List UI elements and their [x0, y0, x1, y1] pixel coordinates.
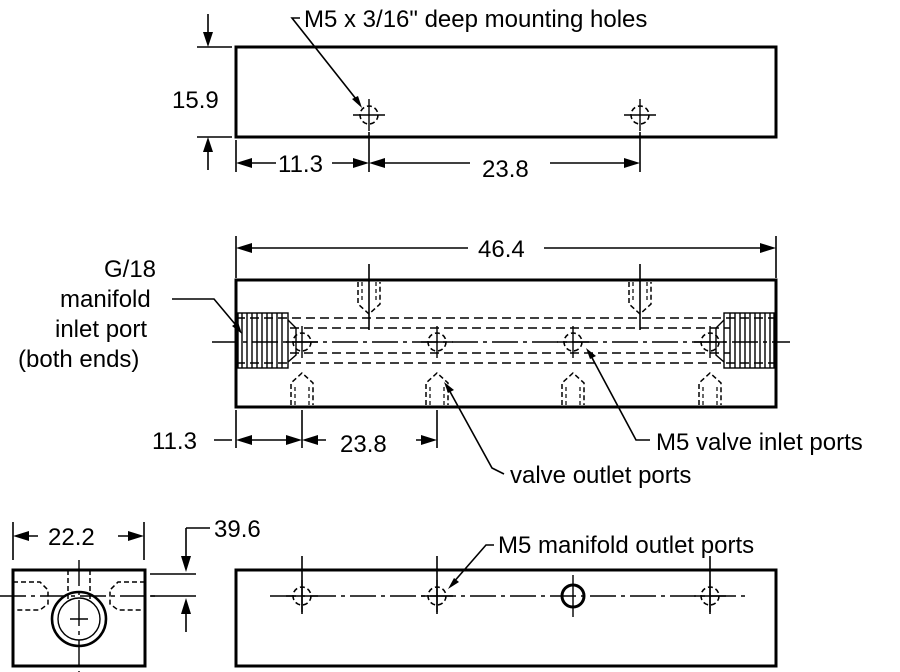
top-offset-arrow-right: [353, 158, 369, 168]
end-side-port-right: [109, 581, 145, 611]
mounting-holes-leader-arrow: [352, 96, 362, 108]
valve-inlet-leader-arrow: [586, 348, 596, 359]
bottom-view-outline: [234, 568, 778, 668]
valve-outlet-port-3: [561, 372, 585, 406]
height-dim-label: 15.9: [172, 87, 219, 114]
top-offset-arrow-left: [236, 158, 252, 168]
inlet-label-line3: inlet port: [55, 316, 147, 343]
front-view-outline: [234, 278, 778, 409]
front-spacing-arrow-right: [421, 435, 437, 445]
mounting-holes-leader: [290, 17, 361, 105]
top-spacing-arrow-right: [624, 158, 640, 168]
valve-outlet-leader: [447, 387, 505, 475]
manifold-outlet-leader-arrow: [448, 578, 459, 589]
manifold-outlet-leader: [451, 544, 494, 585]
valve-outlet-port-1: [290, 372, 314, 406]
end-dim-arrow-top: [181, 556, 191, 572]
bottom-view: M5 manifold outlet ports: [234, 532, 778, 668]
valve-outlet-label: valve outlet ports: [510, 462, 691, 489]
end-side-port-left: [13, 581, 49, 611]
front-offset-label: 11.3: [152, 428, 197, 455]
height-arrow-bottom: [203, 137, 213, 152]
mounting-hole-right: [623, 98, 657, 132]
right-threaded-inlet: [715, 312, 775, 369]
top-view-outline: [234, 45, 778, 139]
end-width-arrow-right: [128, 531, 144, 541]
end-width-label: 22.2: [48, 524, 95, 551]
inlet-label-line1: G/18: [104, 256, 156, 283]
inlet-leader-arrow: [232, 322, 242, 334]
valve-inlet-leader: [589, 353, 650, 441]
top-view: M5 x 3/16" deep mounting holes 15.9 11.3…: [172, 6, 778, 183]
end-view: 22.2 39.6: [0, 516, 261, 672]
inlet-label-line4: (both ends): [18, 346, 139, 373]
manifold-outlet-label: M5 manifold outlet ports: [498, 532, 754, 559]
top-offset-label: 11.3: [278, 151, 323, 178]
overall-arrow-left: [236, 243, 252, 253]
top-spacing-arrow-left: [369, 158, 385, 168]
valve-outlet-leader-arrow: [444, 382, 454, 393]
top-spacing-label: 23.8: [482, 156, 529, 183]
end-dim-label: 39.6: [214, 516, 261, 543]
front-offset-arrow-right: [286, 435, 302, 445]
front-view: 46.4: [18, 236, 863, 489]
valve-outlet-port-4: [698, 372, 722, 406]
left-threaded-inlet: [237, 312, 297, 369]
inlet-label-line2: manifold: [60, 286, 151, 313]
height-arrow-top: [203, 32, 213, 47]
mounting-holes-label: M5 x 3/16" deep mounting holes: [304, 6, 647, 33]
overall-arrow-right: [760, 243, 776, 253]
valve-inlet-label: M5 valve inlet ports: [656, 429, 863, 456]
front-spacing-label: 23.8: [340, 431, 387, 458]
inlet-leader: [172, 298, 241, 331]
valve-outlet-port-2: [425, 372, 449, 406]
overall-length-label: 46.4: [478, 236, 525, 263]
